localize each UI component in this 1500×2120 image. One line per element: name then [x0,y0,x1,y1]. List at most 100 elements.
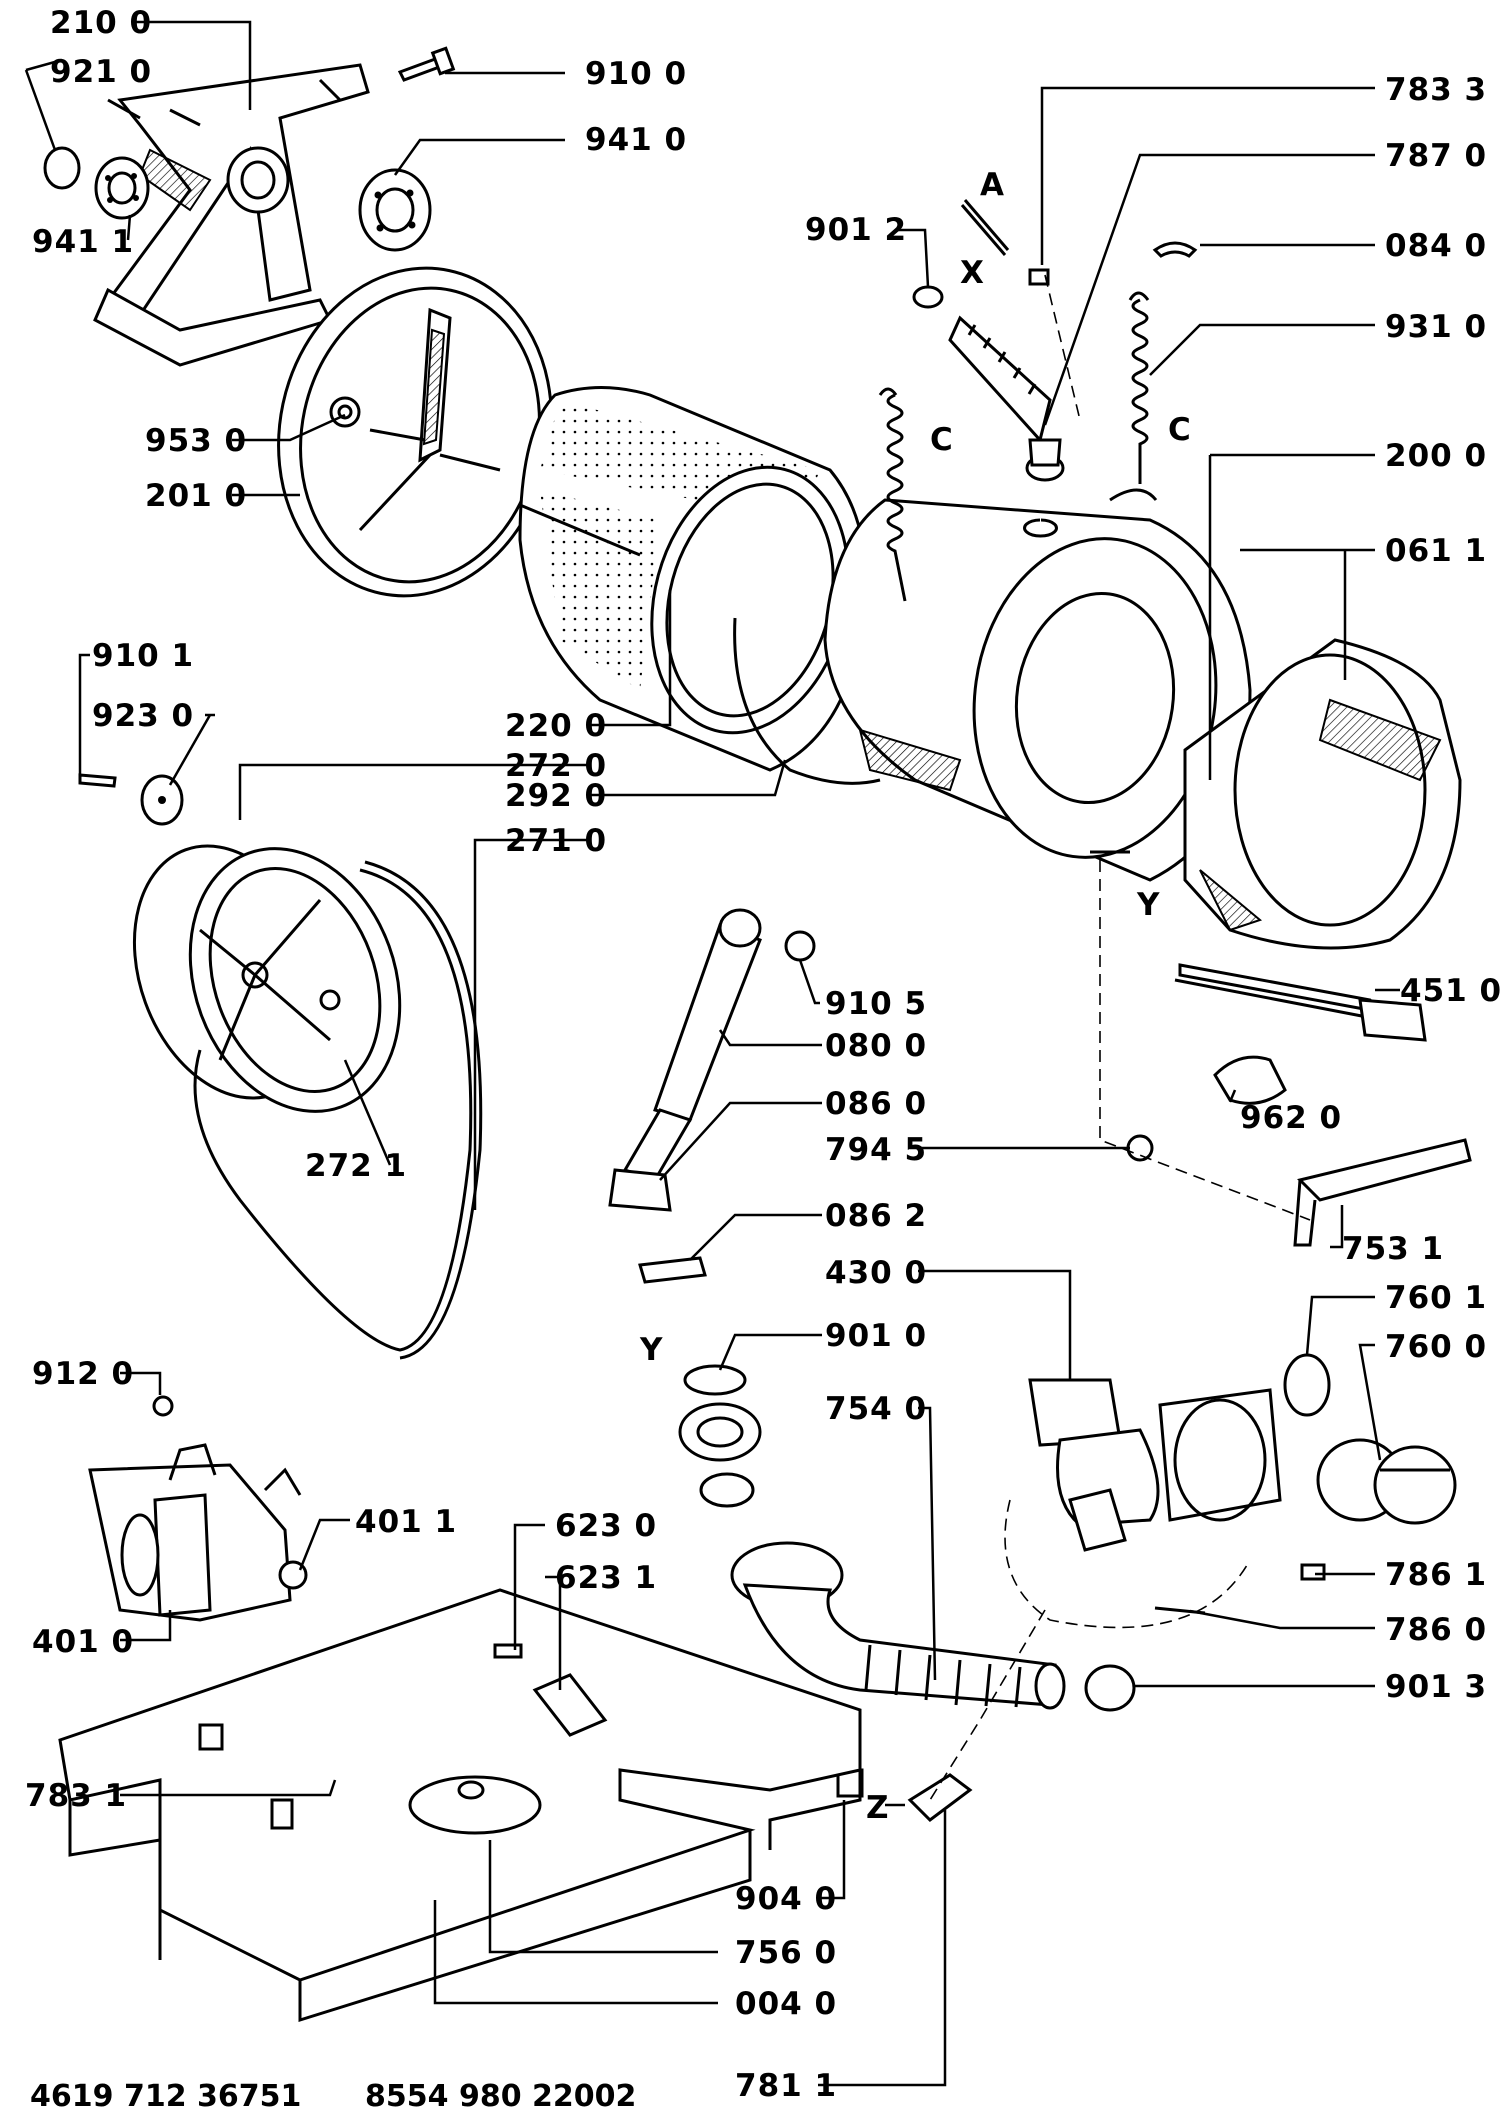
label-753-1: 753 1 [1342,1231,1444,1267]
label-080-0: 080 0 [825,1028,927,1064]
elbow-781-drawing [907,1773,973,1822]
label-401-1: 401 1 [355,1504,457,1540]
pin-a-drawing [960,199,1010,256]
label-220-0: 220 0 [505,708,607,744]
drive-belt-drawing [193,860,483,1360]
label-086-0: 086 0 [825,1086,927,1122]
heater-drawing [1174,963,1427,1042]
label-783-3: 783 3 [1385,72,1487,108]
label-292-0: 292 0 [505,778,607,814]
label-756-0: 756 0 [735,1935,837,1971]
label-086-2: 086 2 [825,1198,927,1234]
marker-x: X [960,255,985,291]
label-953-0: 953 0 [145,423,247,459]
drum-spider-drawing [93,63,370,367]
marker-c-left: C [930,422,954,458]
label-430-0: 430 0 [825,1255,927,1291]
marker-c-right: C [1168,412,1192,448]
label-901-0: 901 0 [825,1318,927,1354]
label-084-0: 084 0 [1385,228,1487,264]
base-plate-drawing [58,1588,862,2023]
bearing-large-drawing [358,168,432,252]
label-901-2: 901 2 [805,212,907,248]
pin-786-drawing [1154,1563,1326,1615]
label-210-0: 210 0 [50,5,152,41]
label-760-0: 760 0 [1385,1329,1487,1365]
marker-y-top: Y [1136,887,1160,923]
bearing-small-drawing [94,156,150,220]
label-786-1: 786 1 [1385,1557,1487,1593]
leader-lines [24,20,1400,2087]
label-623-0: 623 0 [555,1508,657,1544]
bracket-962-drawing [1213,1055,1287,1105]
spring-right-drawing [1109,291,1158,502]
label-910-0: 910 0 [585,56,687,92]
label-201-0: 201 0 [145,478,247,514]
label-623-1: 623 1 [555,1560,657,1596]
front-tub-drawing [823,498,1252,882]
label-760-1: 760 1 [1385,1280,1487,1316]
bolt-910-1-drawing [78,773,117,788]
drain-pump-drawing [1028,1378,1282,1552]
marker-y-bottom: Y [639,1332,663,1368]
label-451-0: 451 0 [1400,973,1500,1009]
connection-markers: A X C C Y Y Z [639,167,1192,1826]
label-401-0: 401 0 [32,1624,134,1660]
reference-dashes [929,274,1311,1801]
label-271-0: 271 0 [505,823,607,859]
clamp-901-3-drawing [1084,1664,1136,1712]
label-754-0: 754 0 [825,1391,927,1427]
filter-760-drawing [1316,1438,1457,1525]
clip-086-2-drawing [638,1256,707,1284]
label-786-0: 786 0 [1385,1612,1487,1648]
footer-codes: 4619 712 36751 8554 980 22002 [30,2079,636,2114]
ball-794-drawing [1126,1134,1154,1162]
drain-hose-drawing [730,1541,1066,1710]
circlip-drawing [43,146,81,190]
label-901-3: 901 3 [1385,1669,1487,1705]
label-904-0: 904 0 [735,1881,837,1917]
label-941-1: 941 1 [32,224,134,260]
label-794-5: 794 5 [825,1132,927,1168]
label-912-0: 912 0 [32,1356,134,1392]
gasket-wire-drawing [733,617,881,785]
ring-910-5-drawing [784,930,816,962]
label-923-0: 923 0 [92,698,194,734]
door-gasket-drawing [1183,638,1462,950]
bolt-drawing [397,46,456,82]
part-labels: 210 0 921 0 910 0 941 0 941 1 953 0 201 … [25,5,1500,2104]
oring-760-1-drawing [1283,1353,1331,1417]
label-272-0: 272 0 [505,748,607,784]
label-921-0: 921 0 [50,54,152,90]
label-783-1: 783 1 [25,1778,127,1814]
label-061-1: 061 1 [1385,533,1487,569]
label-962-0: 962 0 [1240,1100,1342,1136]
label-941-0: 941 0 [585,122,687,158]
footer-right-code: 8554 980 22002 [365,2079,636,2114]
screw-912-drawing [152,1395,174,1417]
clip-084-drawing [1152,241,1198,258]
label-200-0: 200 0 [1385,438,1487,474]
label-787-0: 787 0 [1385,138,1487,174]
label-272-1: 272 1 [305,1148,407,1184]
hose-drawing [948,315,1065,482]
footer-left-code: 4619 712 36751 [30,2079,301,2114]
bracket-753-drawing [1293,1138,1472,1247]
motor-drawing [88,1443,308,1622]
label-910-1: 910 1 [92,638,194,674]
label-931-0: 931 0 [1385,309,1487,345]
washer-923-drawing [140,774,184,826]
label-004-0: 004 0 [735,1986,837,2022]
sump-seal-drawing [678,1364,762,1508]
clamp-901-2-drawing [912,285,944,309]
small-nozzle-drawing [1028,268,1050,286]
spring-left-drawing [878,387,907,602]
label-781-1: 781 1 [735,2068,837,2104]
shock-absorber-drawing [608,908,762,1212]
pulley-drawing [132,844,402,1113]
rear-tub-drawing [277,266,553,598]
label-910-5: 910 5 [825,986,927,1022]
marker-a: A [980,167,1005,203]
marker-z: Z [866,1790,889,1826]
